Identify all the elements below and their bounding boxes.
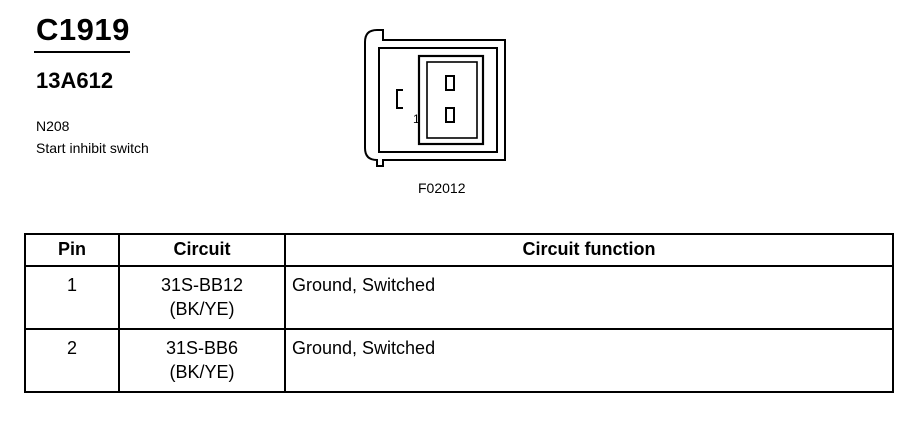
cavity-block-inner: [426, 61, 478, 139]
wire-color: (BK/YE): [169, 299, 235, 319]
header-circuit: Circuit: [118, 233, 286, 267]
pin-cavity-2: [445, 75, 455, 91]
connector-inner-shell: [378, 47, 498, 153]
wire-color: (BK/YE): [169, 362, 235, 382]
figure-code: F02012: [418, 180, 466, 196]
cavity-block: [417, 54, 485, 146]
locking-tab: [396, 89, 403, 109]
pin-cell: 1: [24, 265, 120, 330]
pin-table: Pin Circuit Circuit function 1 31S-BB12 …: [24, 233, 894, 393]
table-row: 2 31S-BB6 (BK/YE) Ground, Switched: [24, 328, 894, 393]
header-pin: Pin: [24, 233, 120, 267]
circuit-code: 31S-BB6: [165, 338, 239, 358]
circuit-cell: 31S-BB12 (BK/YE): [118, 265, 286, 330]
table-row: 1 31S-BB12 (BK/YE) Ground, Switched: [24, 265, 894, 330]
table-header-row: Pin Circuit Circuit function: [24, 233, 894, 267]
function-cell: Ground, Switched: [284, 265, 894, 330]
circuit-cell: 31S-BB6 (BK/YE): [118, 328, 286, 393]
connector-face-diagram: 1: [364, 29, 506, 167]
circuit-code: 31S-BB12: [160, 275, 244, 295]
connector-id: C1919: [36, 12, 130, 47]
component-code: N208: [36, 118, 70, 134]
connector-housing: [364, 29, 506, 167]
pin-cell: 2: [24, 328, 120, 393]
component-name: Start inhibit switch: [36, 140, 149, 156]
function-cell: Ground, Switched: [284, 328, 894, 393]
pin-1-marker: 1: [413, 112, 420, 126]
pin-cavity-1: [445, 107, 455, 123]
title-underline: [34, 51, 130, 53]
header-circuit-function: Circuit function: [284, 233, 894, 267]
part-number: 13A612: [36, 68, 114, 93]
